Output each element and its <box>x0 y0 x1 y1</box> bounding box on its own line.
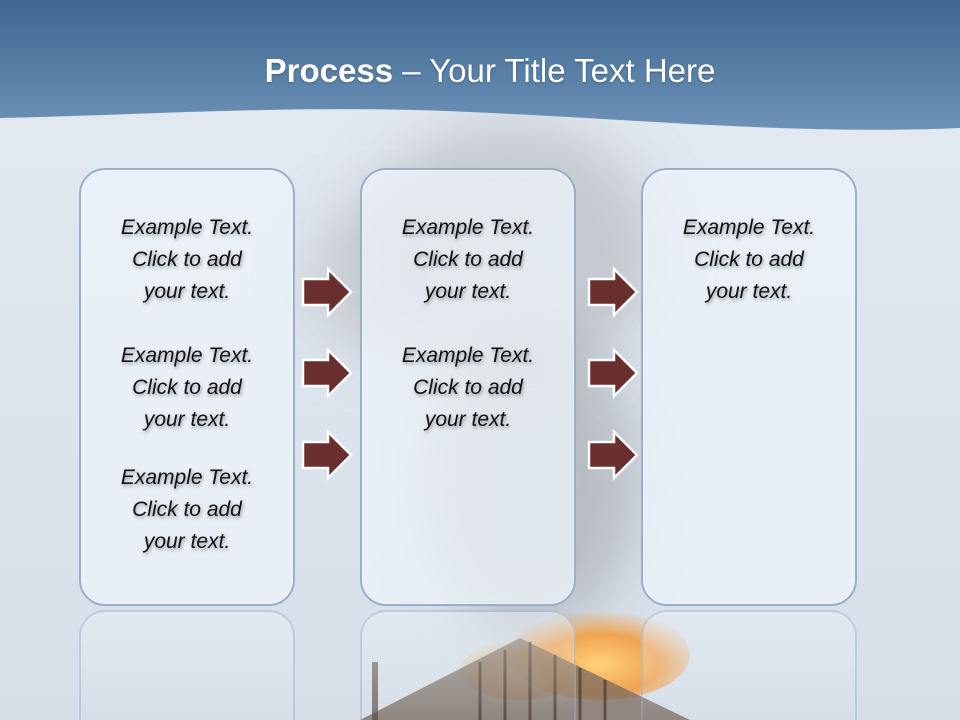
text-line: Click to add <box>413 376 523 399</box>
text-line: your text. <box>705 280 793 303</box>
text-line: your text. <box>424 280 512 303</box>
right-arrow-icon <box>587 429 639 481</box>
text-placeholder[interactable]: Example Text. Click to add your text. <box>81 340 293 436</box>
text-placeholder[interactable]: Example Text. Click to add your text. <box>362 340 574 436</box>
text-placeholder[interactable]: Example Text. Click to add your text. <box>643 212 855 308</box>
text-line: your text. <box>424 408 512 431</box>
text-line: your text. <box>143 530 231 553</box>
text-line: Click to add <box>694 248 804 271</box>
text-line: Example Text. <box>401 344 535 367</box>
right-arrow-icon <box>587 347 639 399</box>
right-arrow-icon <box>301 266 353 318</box>
panel-reflection <box>641 610 857 720</box>
text-line: Example Text. <box>120 466 254 489</box>
text-placeholder[interactable]: Example Text. Click to add your text. <box>81 462 293 558</box>
text-line: your text. <box>143 280 231 303</box>
text-line: Example Text. <box>401 216 535 239</box>
text-line: Click to add <box>132 248 242 271</box>
process-panel-1: Example Text. Click to add your text. Ex… <box>79 168 295 606</box>
title-rest: – Your Title Text Here <box>393 52 716 89</box>
title-banner <box>0 0 960 130</box>
page-title[interactable]: Process – Your Title Text Here <box>0 52 960 90</box>
text-line: Click to add <box>413 248 523 271</box>
right-arrow-icon <box>301 347 353 399</box>
text-line: your text. <box>143 408 231 431</box>
panel-reflection <box>360 610 576 720</box>
text-line: Example Text. <box>682 216 816 239</box>
panel-reflection <box>79 610 295 720</box>
process-panel-2: Example Text. Click to add your text. Ex… <box>360 168 576 606</box>
text-line: Example Text. <box>120 344 254 367</box>
text-line: Example Text. <box>120 216 254 239</box>
text-line: Click to add <box>132 376 242 399</box>
text-line: Click to add <box>132 498 242 521</box>
right-arrow-icon <box>587 266 639 318</box>
right-arrow-icon <box>301 429 353 481</box>
text-placeholder[interactable]: Example Text. Click to add your text. <box>81 212 293 308</box>
title-bold: Process <box>264 52 394 89</box>
process-panel-3: Example Text. Click to add your text. <box>641 168 857 606</box>
text-placeholder[interactable]: Example Text. Click to add your text. <box>362 212 574 308</box>
